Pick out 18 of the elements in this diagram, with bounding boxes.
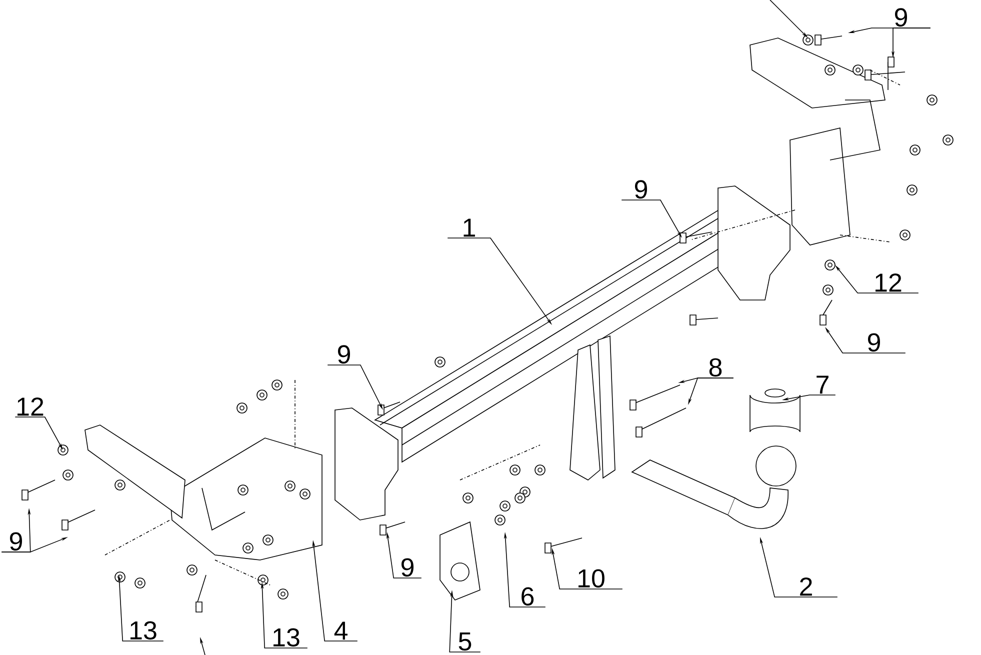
- callout-number: 4: [334, 622, 348, 640]
- callout-number: 1: [464, 218, 475, 237]
- callout-number: 6: [522, 587, 534, 606]
- callout-number: 8: [709, 358, 722, 377]
- callout-number: 9: [338, 345, 350, 364]
- callout-number: 13: [274, 628, 300, 647]
- callout-number: 9: [895, 8, 908, 27]
- callout-number: 10: [578, 569, 604, 588]
- callout-number: 9: [635, 180, 648, 199]
- callout-number: 2: [800, 577, 812, 596]
- callout-number: 12: [18, 397, 44, 416]
- callout-number: 9: [868, 333, 880, 352]
- callout-number: 13: [130, 621, 156, 640]
- callout-number: 12: [876, 273, 902, 292]
- callout-number: 9: [10, 532, 22, 551]
- callout-number: 7: [816, 376, 828, 394]
- callout-number: 9: [402, 558, 414, 577]
- callout-number: 5: [458, 632, 472, 651]
